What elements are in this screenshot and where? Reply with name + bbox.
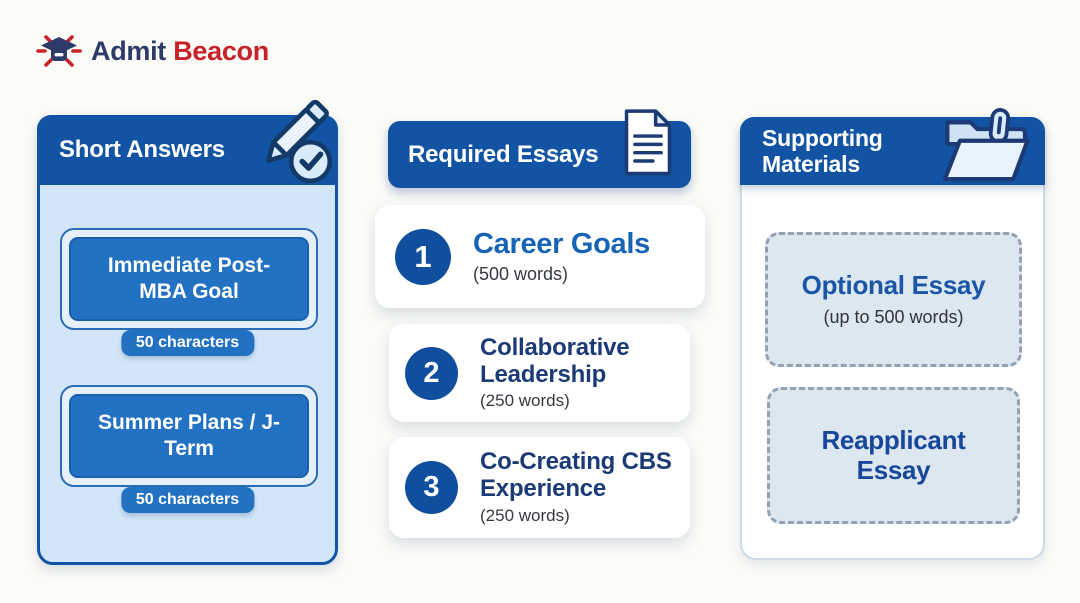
essay-card-text: Co-Creating CBS Experience (250 words) [480,448,680,526]
essay-card-text: Career Goals (500 words) [473,228,650,285]
short-answer-card-summer-plans: Summer Plans / J-Term [60,385,318,487]
essay-word-limit: (250 words) [480,505,570,525]
brand-name-primary: Admit [91,35,166,66]
short-answer-card-title-box: Summer Plans / J-Term [69,394,309,478]
essay-number-badge: 3 [405,461,458,514]
document-icon [624,109,672,176]
essay-title: Collaborative Leadership [480,333,630,388]
character-limit-tag: 50 characters [120,330,255,356]
short-answer-title: Immediate Post-MBA Goal [107,253,271,303]
optional-essay-word-limit: (up to 500 words) [823,307,964,328]
required-essays-title: Required Essays [408,140,599,168]
essay-card-collaborative-leadership: 2 Collaborative Leadership (250 words) [389,324,690,422]
essay-card-career-goals: 1 Career Goals (500 words) [375,205,705,308]
essay-title: Co-Creating CBS Experience [480,448,672,502]
short-answer-title: Summer Plans / J-Term [97,410,281,460]
short-answer-card-title-box: Immediate Post-MBA Goal [69,237,309,321]
character-limit-tag: 50 characters [120,487,255,513]
beacon-cap-icon [36,35,82,67]
essay-title: Career Goals [473,228,650,260]
short-answer-card-immediate-goal: Immediate Post-MBA Goal [60,228,318,330]
essay-word-limit: (250 words) [480,391,570,411]
essay-number-badge: 1 [395,228,451,285]
pencil-check-icon [265,99,333,184]
short-answers-title: Short Answers [59,136,225,163]
essay-card-co-creating-cbs: 3 Co-Creating CBS Experience (250 words) [389,437,690,538]
short-answers-panel: Short Answers Immediate Post-MBA Goal 50… [37,99,338,565]
essay-card-text: Collaborative Leadership (250 words) [480,333,680,412]
reapplicant-essay-title: Reapplicant Essay [821,424,966,485]
reapplicant-essay-card: Reapplicant Essay [767,387,1020,524]
supporting-materials-title: Supporting Materials [762,124,883,177]
brand-logo: Admit Beacon [36,28,269,74]
brand-name-secondary: Beacon [173,35,269,66]
required-essays-header: Required Essays [388,109,691,188]
essay-number-badge: 2 [405,346,458,400]
brand-name: Admit Beacon [91,36,269,67]
optional-essay-card: Optional Essay (up to 500 words) [765,232,1022,367]
optional-essay-title: Optional Essay [801,269,986,300]
essay-word-limit: (500 words) [473,264,569,284]
supporting-materials-panel: Supporting Materials Optional Essay (up … [740,108,1045,560]
folder-paperclip-icon [942,108,1030,182]
